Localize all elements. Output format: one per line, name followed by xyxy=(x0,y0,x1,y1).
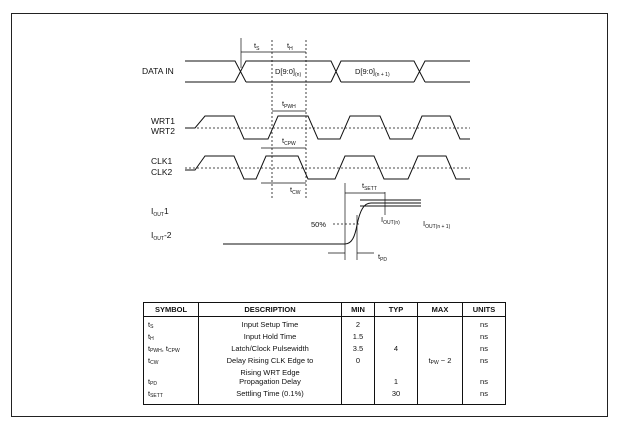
max-cell: tPW − 2 xyxy=(417,356,463,368)
col-typ: TYP xyxy=(374,302,418,317)
iout-n1-label: IOUT(n + 1) xyxy=(423,219,451,230)
max-cell xyxy=(417,332,463,344)
word-n: D[9:0](n) xyxy=(275,67,301,78)
timing-spec-table: SYMBOL DESCRIPTION MIN TYP MAX UNITS tS … xyxy=(143,302,506,405)
description-cell: Input Hold Time xyxy=(198,332,342,344)
symbol-cell: tCW xyxy=(143,356,199,368)
table-row: tS Input Setup Time 2 ns xyxy=(143,316,506,332)
fifty-percent-label: 50% xyxy=(311,220,326,229)
wrt2-label: WRT2 xyxy=(151,126,175,136)
max-cell xyxy=(417,344,463,356)
typ-cell: 30 xyxy=(374,389,418,405)
min-cell: 0 xyxy=(341,356,375,368)
units-cell: ns xyxy=(462,377,506,389)
word-n1: D[9:0](n + 1) xyxy=(355,67,390,78)
description-cell: Input Setup Time xyxy=(198,316,342,332)
wrt1-label: WRT1 xyxy=(151,116,175,126)
min-cell xyxy=(341,368,375,377)
col-max: MAX xyxy=(417,302,463,317)
symbol-cell xyxy=(143,368,199,377)
typ-cell xyxy=(374,356,418,368)
table-row: tPD Propagation Delay 1 ns xyxy=(143,377,506,389)
typ-cell xyxy=(374,332,418,344)
min-cell xyxy=(341,377,375,389)
units-cell xyxy=(462,368,506,377)
data-in-top-wave xyxy=(185,60,470,83)
symbol-cell: tPWH, tCPW xyxy=(143,344,199,356)
typ-cell: 4 xyxy=(374,344,418,356)
max-cell xyxy=(417,368,463,377)
clk-wave xyxy=(185,155,470,180)
clk1-label: CLK1 xyxy=(151,156,173,166)
col-symbol: SYMBOL xyxy=(143,302,199,317)
units-cell: ns xyxy=(462,389,506,405)
table-row: tCW Delay Rising CLK Edge to 0 tPW − 2 n… xyxy=(143,356,506,368)
tsett-label: tSETT xyxy=(362,181,377,192)
description-cell: Settling Time (0.1%) xyxy=(198,389,342,405)
table-row: tPWH, tCPW Latch/Clock Pulsewidth 3.5 4 … xyxy=(143,344,506,356)
tcpw-label: tCPW xyxy=(282,136,296,147)
max-cell xyxy=(417,316,463,332)
iout2-label: IOUT-2 xyxy=(151,230,172,242)
iout-settle-band xyxy=(360,199,421,207)
th-label: tH xyxy=(287,41,293,52)
symbol-cell: tSETT xyxy=(143,389,199,405)
units-cell: ns xyxy=(462,332,506,344)
table-row: tH Input Hold Time 1.5 ns xyxy=(143,332,506,344)
typ-cell: 1 xyxy=(374,377,418,389)
table-header-row: SYMBOL DESCRIPTION MIN TYP MAX UNITS xyxy=(143,302,506,317)
min-cell: 1.5 xyxy=(341,332,375,344)
wrt-wave xyxy=(185,115,470,140)
ts-label: tS xyxy=(254,41,260,52)
min-cell: 2 xyxy=(341,316,375,332)
max-cell xyxy=(417,377,463,389)
typ-cell xyxy=(374,316,418,332)
typ-cell xyxy=(374,368,418,377)
description-cell: Latch/Clock Pulsewidth xyxy=(198,344,342,356)
table-row: tSETT Settling Time (0.1%) 30 ns xyxy=(143,389,506,405)
col-min: MIN xyxy=(341,302,375,317)
col-units: UNITS xyxy=(462,302,506,317)
min-cell: 3.5 xyxy=(341,344,375,356)
tcw-label: tCW xyxy=(290,185,301,196)
iout-n-label: IOUT(n) xyxy=(381,215,400,226)
tpd-label: tPD xyxy=(378,252,387,263)
iout1-label: IOUT1 xyxy=(151,206,169,218)
units-cell: ns xyxy=(462,344,506,356)
tpwh-label: tPWH xyxy=(282,99,296,110)
description-cell: Rising WRT Edge xyxy=(198,368,342,377)
symbol-cell: tS xyxy=(143,316,199,332)
description-cell: Propagation Delay xyxy=(198,377,342,389)
units-cell: ns xyxy=(462,356,506,368)
col-description: DESCRIPTION xyxy=(198,302,342,317)
min-cell xyxy=(341,389,375,405)
description-cell: Delay Rising CLK Edge to xyxy=(198,356,342,368)
symbol-cell: tH xyxy=(143,332,199,344)
units-cell: ns xyxy=(462,316,506,332)
clk2-label: CLK2 xyxy=(151,167,173,177)
table-row: Rising WRT Edge xyxy=(143,368,506,377)
max-cell xyxy=(417,389,463,405)
symbol-cell: tPD xyxy=(143,377,199,389)
data-in-label: DATA IN xyxy=(142,66,174,76)
